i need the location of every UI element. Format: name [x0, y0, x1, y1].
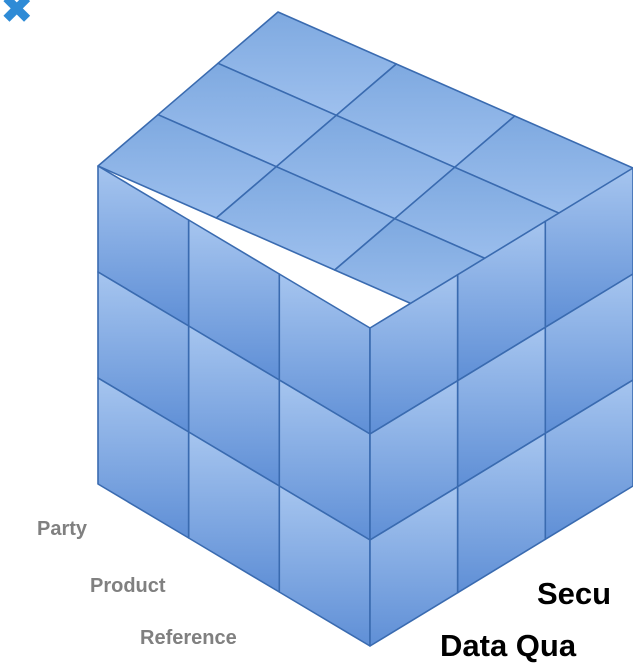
axis-label-party: Party [37, 518, 88, 540]
dimension-label-security: Secu [537, 576, 612, 611]
cube-right-tile [544, 379, 633, 541]
cube-right-tile [544, 167, 633, 329]
cube-left-face [97, 165, 371, 647]
dimension-label-data-quality: Data Qua [440, 628, 577, 663]
cube-right-face [369, 167, 633, 647]
corner-logo-icon: ✖ [0, 0, 34, 32]
cube-right-tile [544, 273, 633, 435]
axis-label-product: Product [90, 575, 166, 597]
axis-label-reference: Reference [140, 627, 237, 649]
